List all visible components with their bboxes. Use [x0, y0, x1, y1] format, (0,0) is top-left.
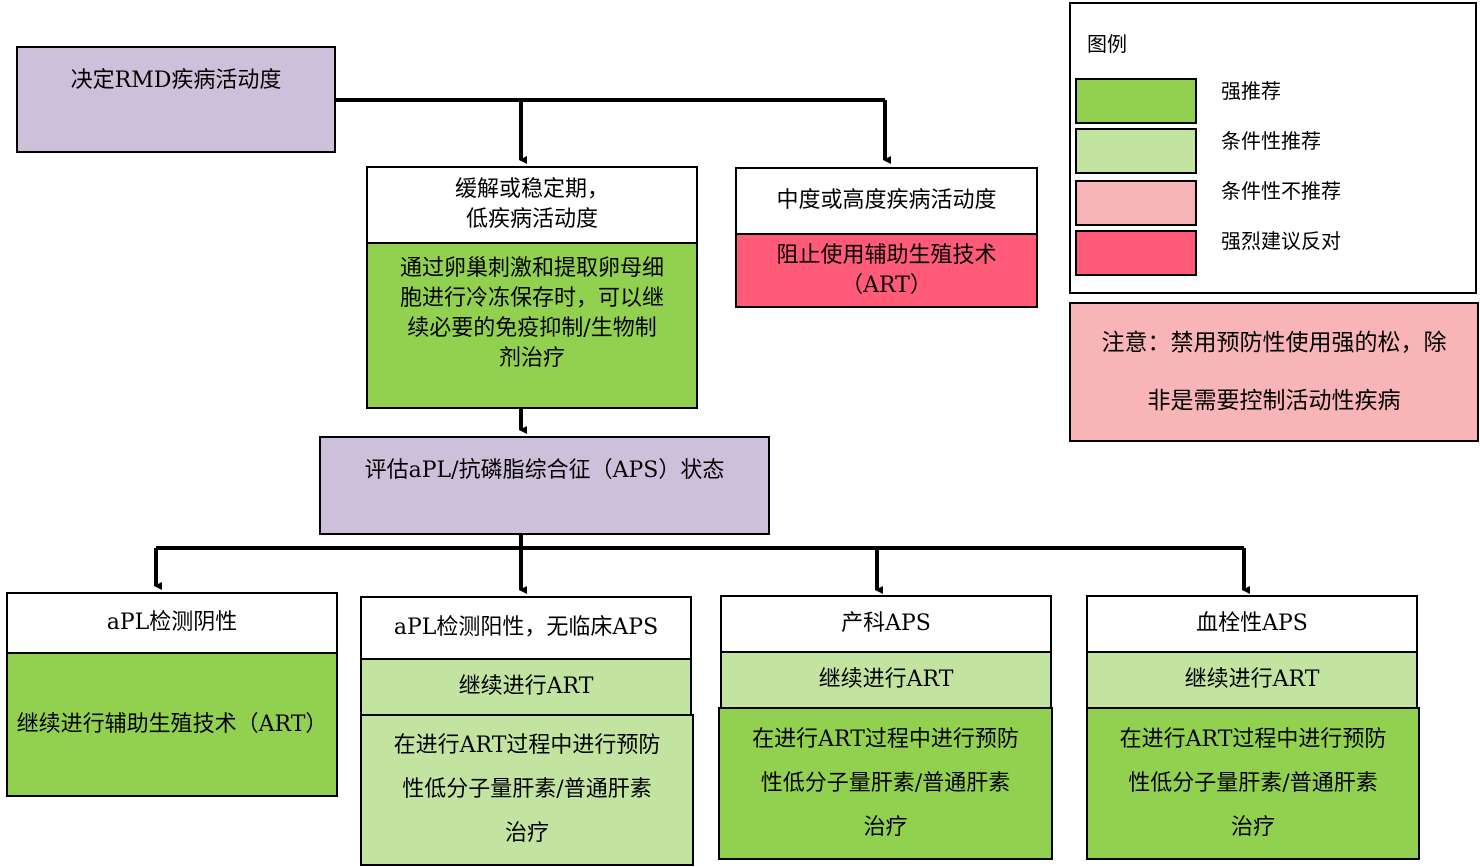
legend-title: 图例 — [1087, 32, 1127, 56]
disease-activity-box: 决定RMD疾病活动度 — [16, 46, 336, 153]
legend-swatch-conditional-against — [1075, 180, 1197, 226]
apl-negative-body-label: 继续进行辅助生殖技术（ART） — [16, 711, 328, 737]
apl-positive-body-label: 在进行ART过程中进行预防 性低分子量肝素/普通肝素 治疗 — [393, 733, 661, 846]
apl-positive-mid-label: 继续进行ART — [458, 674, 594, 699]
legend: 图例 强推荐 条件性推荐 条件性不推荐 强烈建议反对 — [1069, 2, 1477, 294]
high-activity-header-label: 中度或高度疾病活动度 — [776, 188, 997, 213]
apl-negative-header-label: aPL检测阴性 — [106, 610, 238, 635]
obstetric-body-box: 在进行ART过程中进行预防 性低分子量肝素/普通肝素 治疗 — [718, 707, 1053, 860]
apl-negative-body-box: 继续进行辅助生殖技术（ART） — [6, 652, 338, 797]
prednisone-note-text: 注意：禁用预防性使用强的松，除 非是需要控制活动性疾病 — [1101, 330, 1447, 414]
apl-positive-mid-box: 继续进行ART — [360, 658, 692, 716]
legend-label-strong-against: 强烈建议反对 — [1221, 229, 1341, 253]
remission-body-label: 通过卵巢刺激和提取卵母细 胞进行冷冻保存时，可以继 续必要的免疫抑制/生物制 剂… — [399, 256, 664, 371]
apl-negative-header-box: aPL检测阴性 — [6, 592, 338, 654]
legend-swatch-strong-recommend — [1075, 78, 1197, 124]
apl-positive-header-label: aPL检测阳性，无临床APS — [393, 615, 659, 640]
high-activity-body-label: 阻止使用辅助生殖技术 （ART） — [776, 242, 997, 298]
legend-label-conditional-recommend: 条件性推荐 — [1221, 129, 1321, 153]
remission-header-label: 缓解或稳定期， 低疾病活动度 — [454, 177, 609, 232]
remission-header-box: 缓解或稳定期， 低疾病活动度 — [366, 166, 698, 244]
obstetric-mid-box: 继续进行ART — [720, 651, 1052, 709]
thrombotic-mid-label: 继续进行ART — [1184, 667, 1320, 692]
thrombotic-header-box: 血栓性APS — [1086, 595, 1418, 653]
apl-positive-body-box: 在进行ART过程中进行预防 性低分子量肝素/普通肝素 治疗 — [360, 714, 694, 866]
obstetric-body-label: 在进行ART过程中进行预防 性低分子量肝素/普通肝素 治疗 — [752, 726, 1019, 840]
high-activity-header-box: 中度或高度疾病活动度 — [735, 167, 1038, 235]
thrombotic-body-box: 在进行ART过程中进行预防 性低分子量肝素/普通肝素 治疗 — [1086, 707, 1420, 860]
obstetric-header-label: 产科APS — [841, 611, 931, 636]
disease-activity-label: 决定RMD疾病活动度 — [70, 68, 282, 93]
obstetric-header-box: 产科APS — [720, 595, 1052, 653]
thrombotic-mid-box: 继续进行ART — [1086, 651, 1418, 709]
thrombotic-header-label: 血栓性APS — [1196, 611, 1308, 636]
aps-status-label: 评估aPL/抗磷脂综合征（APS）状态 — [364, 458, 725, 483]
legend-swatch-conditional-recommend — [1075, 128, 1197, 174]
remission-body-box: 通过卵巢刺激和提取卵母细 胞进行冷冻保存时，可以继 续必要的免疫抑制/生物制 剂… — [366, 242, 698, 409]
legend-label-strong-recommend: 强推荐 — [1221, 79, 1281, 103]
legend-label-conditional-against: 条件性不推荐 — [1221, 179, 1341, 203]
high-activity-body-box: 阻止使用辅助生殖技术 （ART） — [735, 233, 1038, 308]
obstetric-mid-label: 继续进行ART — [818, 667, 954, 692]
apl-positive-header-box: aPL检测阳性，无临床APS — [360, 596, 692, 660]
aps-status-box: 评估aPL/抗磷脂综合征（APS）状态 — [319, 436, 770, 535]
prednisone-note-box: 注意：禁用预防性使用强的松，除 非是需要控制活动性疾病 — [1069, 302, 1479, 442]
legend-swatch-strong-against — [1075, 230, 1197, 276]
thrombotic-body-label: 在进行ART过程中进行预防 性低分子量肝素/普通肝素 治疗 — [1119, 726, 1387, 840]
